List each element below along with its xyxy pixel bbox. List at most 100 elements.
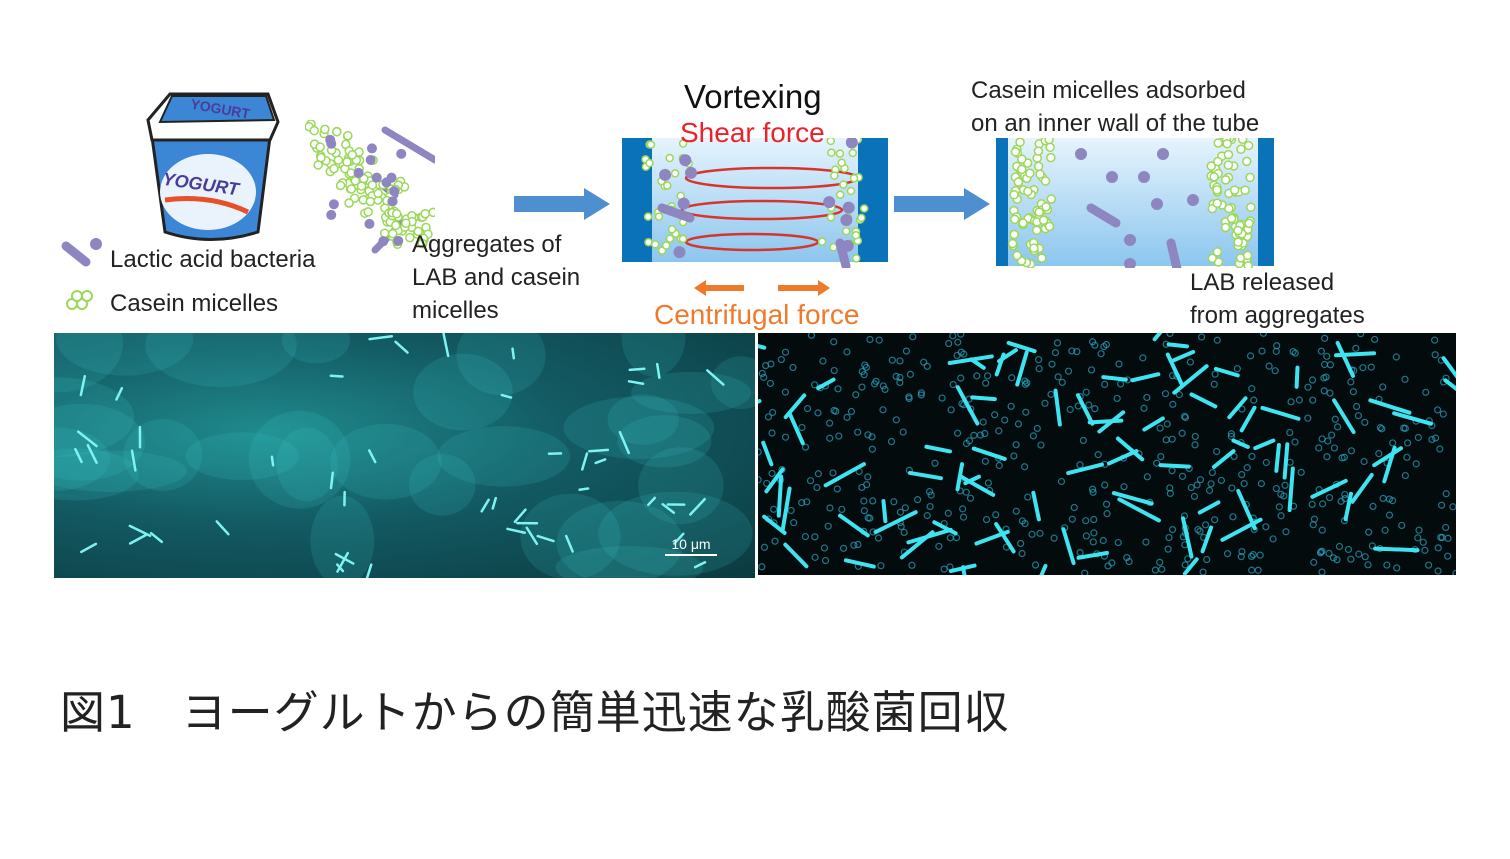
casein-micelle	[1143, 393, 1151, 402]
casein-micelle	[1389, 439, 1397, 447]
casein-micelle	[1220, 222, 1231, 233]
casein-micelle	[1245, 172, 1255, 183]
result-tube-illustration	[996, 138, 1274, 268]
casein-micelle	[1082, 388, 1090, 396]
casein-micelle	[1237, 553, 1245, 561]
casein-micelle	[866, 335, 874, 344]
bacterium	[646, 496, 657, 507]
casein-micelle	[1310, 515, 1319, 523]
lab-legend-icon	[61, 238, 102, 267]
casein-micelle	[1033, 424, 1041, 433]
casein-micelle	[841, 226, 851, 236]
bacterium	[693, 561, 707, 569]
casein-micelle	[654, 212, 664, 221]
casein-micelle	[1323, 352, 1331, 360]
casein-micelle	[819, 357, 827, 365]
casein-micelle	[1226, 213, 1237, 224]
casein-micelle	[770, 505, 778, 513]
casein-micelle	[758, 448, 762, 456]
casein-micelle	[758, 476, 762, 484]
casein-micelle	[1414, 534, 1422, 542]
casein-micelle	[1163, 420, 1171, 428]
casein-micelle	[864, 473, 872, 481]
casein-micelle	[1178, 472, 1187, 480]
centrifugal-force-label: Centrifugal force	[654, 299, 860, 330]
fluorescent-haze	[437, 426, 571, 487]
fluorescent-haze	[638, 447, 724, 525]
bacterium	[128, 524, 152, 538]
casein-micelle	[1209, 172, 1219, 182]
casein-micelle	[1415, 526, 1423, 534]
casein-micelle	[1017, 539, 1025, 548]
bacterium	[873, 510, 918, 535]
casein-micelle	[826, 419, 834, 427]
casein-micelle	[1436, 445, 1444, 453]
adsorbed-label-line: on an inner wall of the tube	[971, 110, 1260, 137]
casein-micelle	[938, 394, 946, 402]
casein-micelle	[1041, 202, 1051, 212]
bacterium	[79, 374, 87, 397]
casein-micelle	[1237, 138, 1248, 144]
bacterium	[1368, 398, 1412, 415]
bacterium	[1158, 463, 1191, 469]
casein-micelle	[420, 208, 430, 219]
casein-micelle	[1262, 523, 1270, 531]
casein-micelle	[947, 406, 955, 414]
bacterium	[924, 444, 952, 454]
lab-rod	[657, 203, 695, 223]
casein-micelle	[1404, 439, 1412, 447]
casein-micelle	[1023, 186, 1033, 197]
casein-micelle	[1089, 488, 1097, 496]
casein-micelle	[957, 374, 965, 382]
casein-micelle	[379, 228, 390, 238]
casein-micelle	[1054, 373, 1062, 381]
bacterium	[1213, 366, 1240, 378]
casein-micelle	[1222, 138, 1232, 149]
bacterium	[907, 470, 943, 481]
bacterium	[823, 462, 866, 488]
bacterium	[947, 354, 994, 366]
casein-micelle	[801, 443, 810, 451]
casein-micelle	[343, 130, 353, 141]
aggregates-label-line: micelles	[412, 297, 499, 324]
casein-micelle	[1398, 521, 1406, 530]
casein-micelle	[1213, 336, 1221, 344]
fluorescent-haze	[408, 454, 476, 516]
casein-micelle	[1243, 261, 1253, 268]
casein-micelle	[1197, 333, 1206, 341]
lab-legend-label: Lactic acid bacteria	[110, 246, 316, 273]
casein-micelle	[970, 431, 978, 439]
casein-micelle	[854, 540, 862, 549]
casein-micelle	[1012, 507, 1020, 515]
bacterium	[513, 508, 527, 524]
lab-rod	[835, 238, 851, 268]
casein-micelle	[983, 372, 992, 380]
casein-micelle	[826, 213, 836, 222]
casein-micelle	[835, 190, 845, 199]
bacterium	[655, 362, 661, 380]
bacterium	[816, 377, 836, 391]
casein-micelle	[405, 232, 415, 243]
casein-micelle	[665, 153, 674, 163]
casein-micelle	[824, 522, 832, 530]
bacterium	[1166, 342, 1189, 349]
casein-micelle	[839, 180, 848, 189]
casein-micelle	[925, 488, 934, 496]
casein-micelle	[817, 237, 827, 246]
lab-cell	[381, 177, 392, 188]
bacterium	[764, 467, 785, 494]
casein-micelle	[896, 373, 904, 382]
casein-micelle	[923, 512, 931, 520]
casein-micelle	[1304, 414, 1312, 422]
micrograph-after	[758, 333, 1456, 575]
casein-micelle	[1165, 533, 1173, 542]
casein-micelle	[1007, 238, 1018, 249]
casein-micelle	[1212, 185, 1222, 195]
casein-micelle	[1403, 453, 1411, 461]
casein-micelle	[887, 437, 896, 446]
bacterium	[115, 386, 124, 401]
casein-micelle	[953, 429, 962, 437]
casein-micelle	[1017, 154, 1027, 164]
casein-micelle	[952, 534, 961, 542]
bacterium	[1294, 365, 1300, 389]
